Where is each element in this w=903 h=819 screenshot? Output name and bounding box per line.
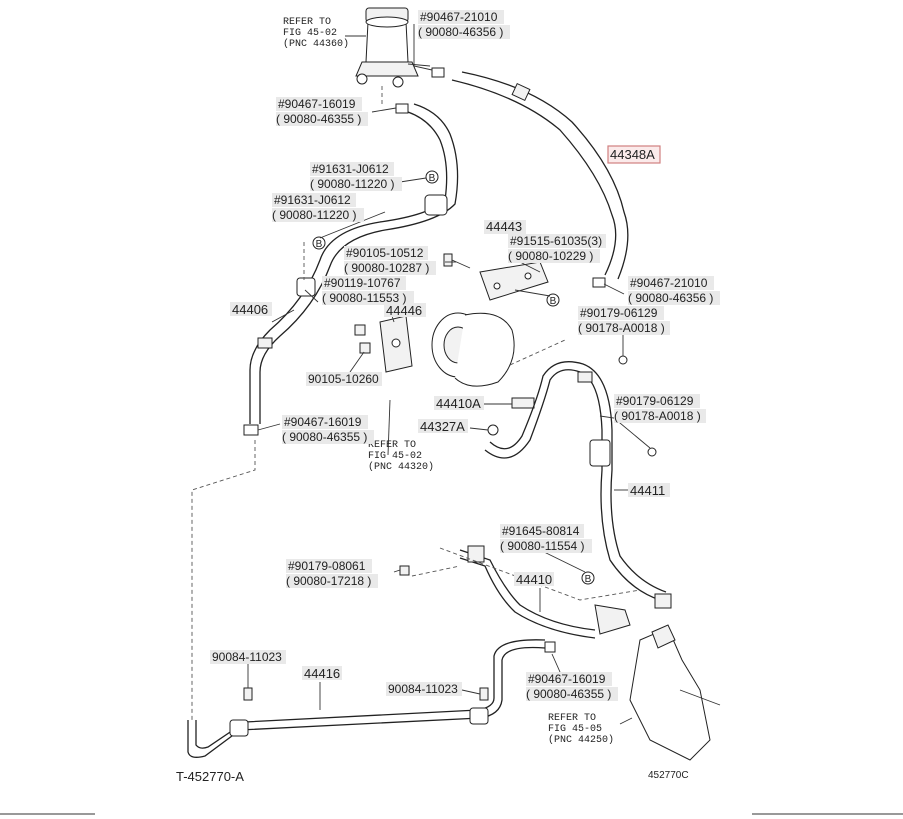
part-label: ( 90080-46355 ) [526,687,611,701]
refer-line: REFER TO [283,17,331,28]
part-label: 44410 [516,572,552,587]
pipe-44410 [459,545,631,639]
part-label: #90105-10512 [346,246,424,260]
nut [399,565,410,576]
part-label: 44410A [436,396,481,411]
part-label: #90179-08061 [288,559,366,573]
clamp [431,67,606,288]
refer-line: FIG 45-02 [368,451,422,462]
pipe-44416 [187,639,546,758]
part-label: ( 90080-10287 ) [344,261,429,275]
nut [618,355,628,365]
part-label-highlighted[interactable]: 44348A [610,147,655,162]
refer-line: FIG 45-05 [548,724,602,735]
part-label: #90119-10767 [324,276,401,290]
refer-line: (PNC 44250) [548,734,614,746]
refer-line: REFER TO [368,440,416,451]
part-label: ( 90080-11220 ) [310,177,395,191]
bolt [243,687,253,701]
refer-top: REFER TO FIG 45-02 (PNC 44360) [283,17,349,50]
part-label: #90179-06129 [580,306,658,320]
tag-backgrounds [210,10,720,701]
part-label: 90105-10260 [308,372,379,386]
part-label: #90179-06129 [616,394,694,408]
clip-label: B [429,173,436,184]
highlight-44348A [607,145,661,164]
clamp [243,424,259,436]
clip-label: B [316,239,323,250]
part-label: 44446 [386,303,422,318]
refer-line: (PNC 44320) [368,461,434,473]
part-label: ( 90080-11220 ) [272,208,357,222]
part-label: #90467-21010 [630,276,708,290]
part-label: ( 90080-17218 ) [286,574,371,588]
diagram-id: T-452770-A [176,769,244,784]
leader [191,440,256,720]
clamp [544,641,556,653]
part-label: 90084-11023 [388,682,458,696]
pipe-44411 [484,361,672,609]
part-label: ( 90080-10229 ) [508,249,593,263]
part-label: ( 90080-11553 ) [322,291,407,305]
part-label: ( 90080-46356 ) [628,291,713,305]
part-labels: #90467-21010 ( 90080-46356 ) #90467-1601… [212,10,713,701]
part-label: #90467-16019 [284,415,362,429]
part-label: ( 90080-46355 ) [276,112,361,126]
clamp [395,103,409,114]
part-label: #91515-61035(3) [510,234,602,248]
part-label: #91631-J0612 [312,162,389,176]
part-label: ( 90080-46355 ) [282,430,367,444]
part-label: #90467-21010 [420,10,498,24]
part-label: ( 90178-A0018 ) [614,409,701,423]
nut [647,447,657,457]
refer-line: (PNC 44360) [283,38,349,50]
leader [509,339,566,366]
part-label: #90467-16019 [278,97,356,111]
part-label: 44416 [304,666,340,681]
clip-label: B [550,296,557,307]
part-label: #90467-16019 [528,672,606,686]
part-label: ( 90178-A0018 ) [578,321,665,335]
part-label: 90084-11023 [212,650,282,664]
clip-label: B [585,574,592,585]
refer-mid: REFER TO FIG 45-02 (PNC 44320) [368,440,434,473]
part-label: ( 90080-46356 ) [418,25,503,39]
refer-bot: REFER TO FIG 45-05 (PNC 44250) [548,713,614,746]
part-label: ( 90080-11554 ) [500,539,585,553]
steering-gear [629,624,721,761]
part-label: 44327A [420,419,465,434]
reservoir [355,7,431,88]
part-label: 44406 [232,302,268,317]
part-label: #91645-80814 [502,524,580,538]
refer-line: REFER TO [548,713,596,724]
leader-lines [247,24,651,725]
bolt [479,687,489,701]
pump-assembly [354,253,549,436]
leader [411,565,461,577]
clip-markers: B B B B [312,170,595,585]
leader [439,547,641,601]
diagram-code: 452770C [648,770,689,781]
part-label: 44411 [630,483,665,498]
pipe-44406 [249,103,459,424]
leader [387,399,391,456]
part-label: 44443 [486,219,522,234]
hose-44348A [451,71,629,280]
part-label: #91631-J0612 [274,193,351,207]
refer-line: FIG 45-02 [283,28,337,39]
